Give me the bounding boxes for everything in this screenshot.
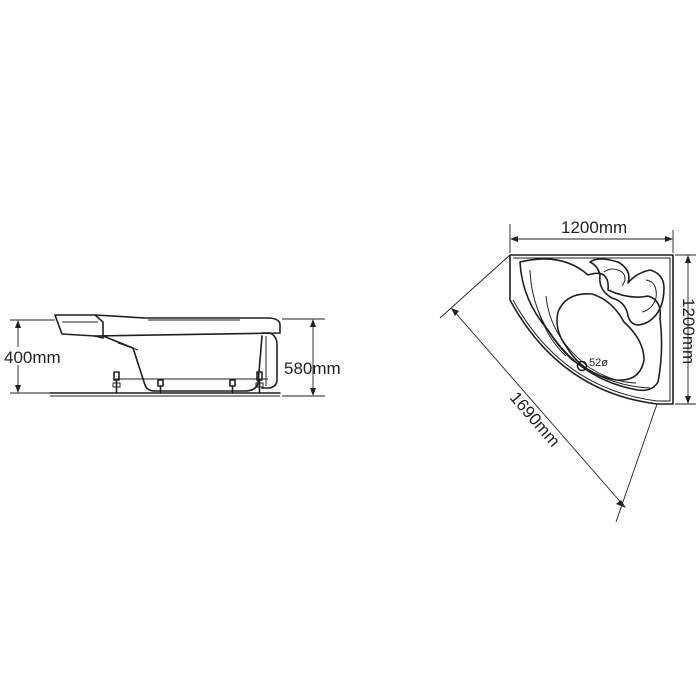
tub-outer-rim [512, 257, 671, 402]
tub-bowl [519, 258, 663, 392]
tub-inner-shadow [117, 342, 139, 351]
top-view: 52ø 1200mm 1200mm 1690mm [439, 218, 698, 523]
dimension-right-1200: 1200mm [675, 254, 698, 405]
bowl-contour-1 [529, 269, 651, 389]
drain-icon [576, 360, 588, 372]
right-side-label: 1200mm [679, 298, 698, 364]
drain-label: 52ø [589, 357, 608, 369]
headrest-outline [54, 314, 104, 339]
headrest-curl [589, 258, 665, 326]
tub-body [102, 335, 263, 392]
diagonal-label: 1690mm [506, 388, 564, 450]
tub-rim [94, 314, 281, 337]
bowl-contour-3 [537, 309, 567, 357]
dimension-top-1200: 1200mm [509, 218, 674, 253]
end-panel [261, 332, 278, 389]
support-legs [112, 371, 264, 394]
total-height-label: 580mm [284, 359, 341, 378]
side-view: 400mm 580mm [4, 314, 341, 397]
basin-floor [556, 293, 645, 381]
headrest-right-curl [641, 279, 657, 313]
dimension-400: 400mm [4, 319, 61, 394]
tub-outer-outline [509, 254, 674, 405]
dimension-580: 580mm [282, 318, 341, 397]
water-depth-label: 400mm [4, 348, 61, 367]
top-width-label: 1200mm [561, 218, 627, 237]
headrest-curl-inner [603, 268, 626, 287]
